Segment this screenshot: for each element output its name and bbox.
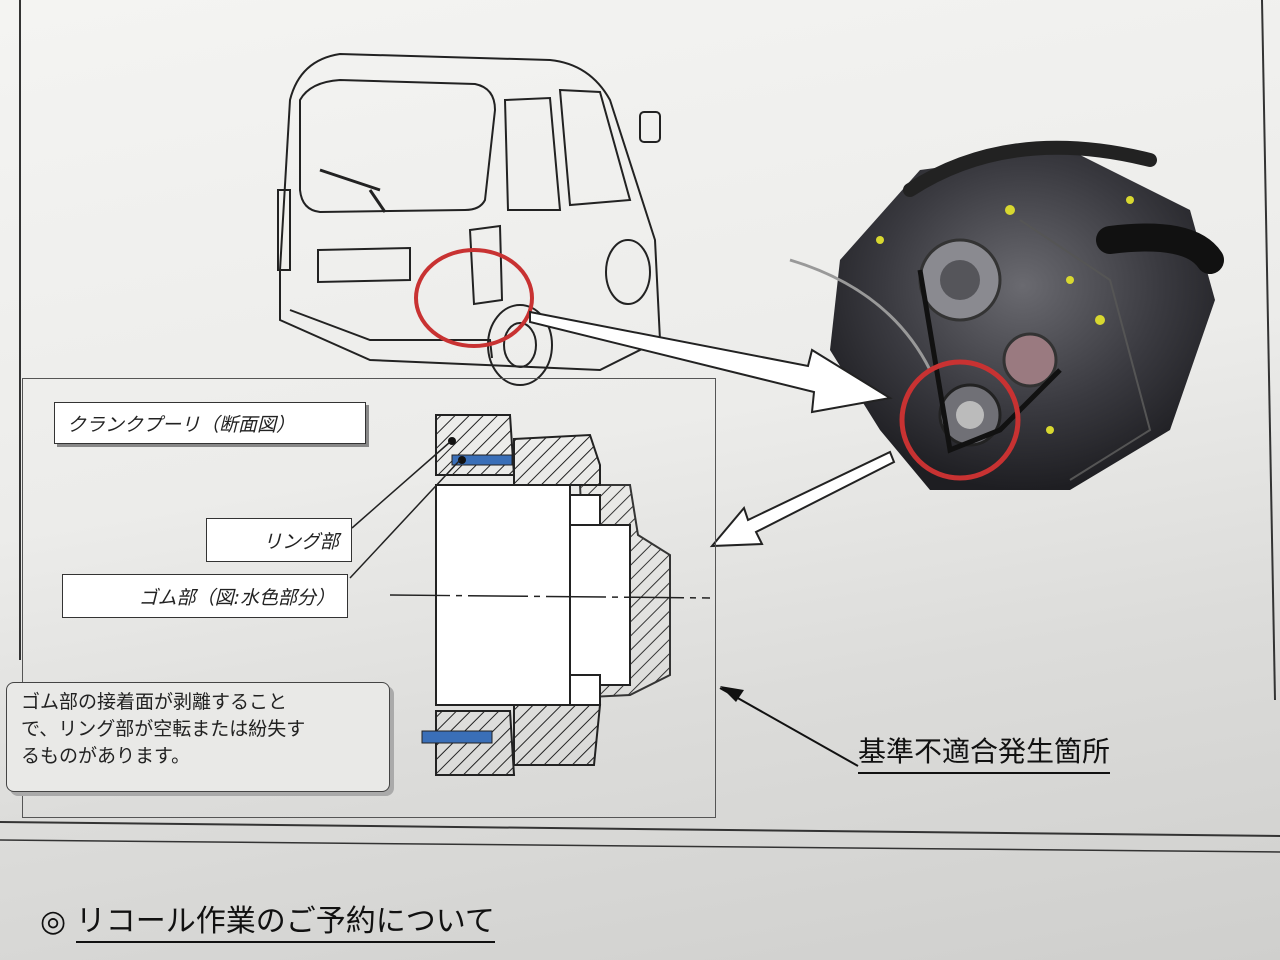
section-title-text: リコール作業のご予約について <box>75 904 495 943</box>
engine-illustration <box>789 140 1224 490</box>
crank-pulley-cross-section <box>389 414 711 776</box>
van-highlight-circle <box>414 248 534 348</box>
diagram-frame <box>22 378 716 818</box>
ring-part-label: リング部 <box>206 518 352 562</box>
rubber-part-bottom <box>421 730 493 744</box>
section-marker-icon: ◎ <box>40 904 67 939</box>
section-heading: ◎ リコール作業のご予約について <box>40 896 495 943</box>
van-illustration <box>277 52 662 386</box>
note-line-3: るものがあります。 <box>21 745 191 767</box>
rubber-part-label: ゴム部（図:水色部分） <box>62 574 348 618</box>
rubber-part-top <box>451 454 513 466</box>
engine-highlight-circle <box>899 359 1021 481</box>
note-line-1: ゴム部の接着面が剥離すること <box>21 691 288 713</box>
crank-pulley-label: クランクプーリ（断面図） <box>54 402 366 444</box>
explanation-note: ゴム部の接着面が剥離すること で、リング部が空転または紛失す るものがあります。 <box>6 682 390 792</box>
nonconformity-location-label: 基準不適合発生箇所 <box>858 730 1111 774</box>
note-line-2: で、リング部が空転または紛失す <box>21 718 306 740</box>
